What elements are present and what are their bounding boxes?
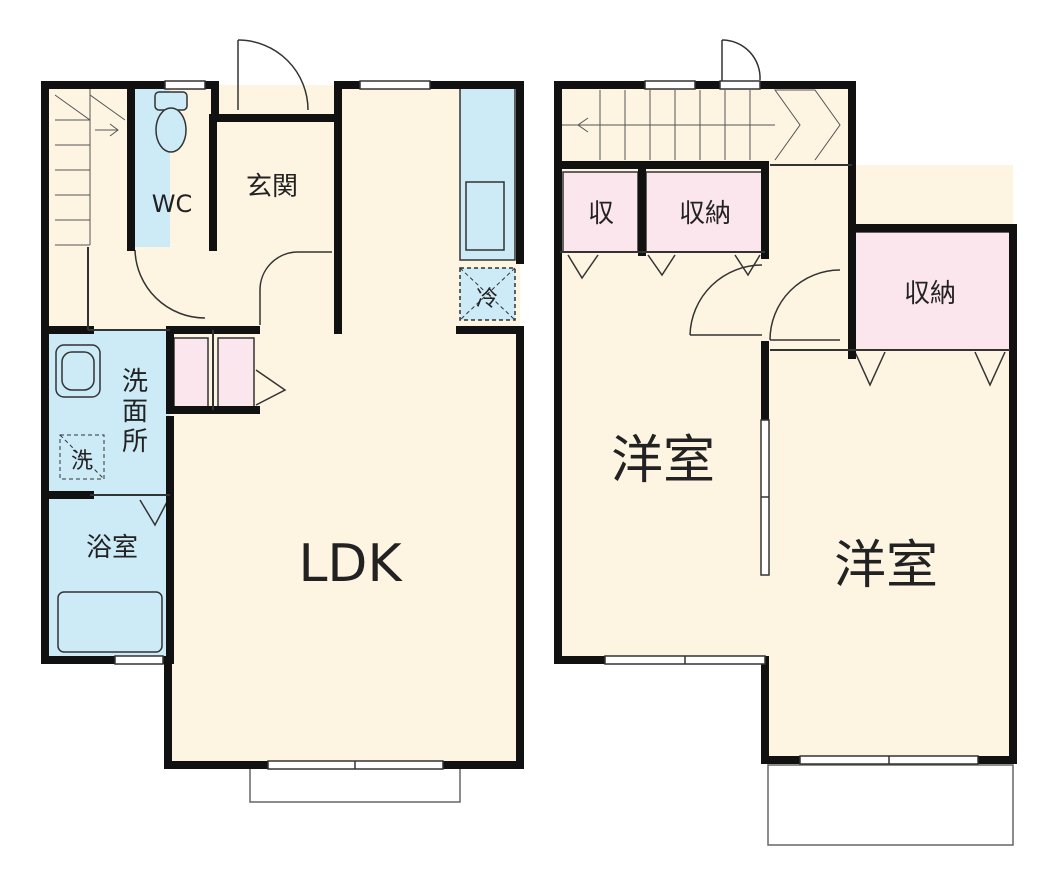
genkan-label: 玄関 xyxy=(246,172,298,202)
windows-2f xyxy=(604,80,979,765)
washer-label: 洗 xyxy=(71,449,93,474)
senmenjo-label-1: 洗 xyxy=(122,367,148,397)
second-floor xyxy=(554,39,1017,846)
storage-b xyxy=(217,337,255,411)
wash-basin-icon xyxy=(55,344,101,398)
door-swings-1f xyxy=(134,39,332,527)
shuno-label-1: 収納 xyxy=(679,199,731,229)
senmenjo-label-3: 所 xyxy=(122,427,148,457)
shu-label: 収 xyxy=(588,199,614,229)
youshitsu-label-2: 洋室 xyxy=(834,536,938,596)
balcony-2f xyxy=(767,764,1014,846)
kitchen-sink xyxy=(465,181,505,251)
windows-1f xyxy=(114,80,444,770)
stairs-2f xyxy=(560,89,841,161)
bathtub-icon xyxy=(57,591,163,653)
first-floor xyxy=(41,39,524,803)
toilet-icon xyxy=(154,91,188,153)
closet-doors-2f xyxy=(567,39,1006,387)
youshitsu-label-1: 洋室 xyxy=(611,431,715,491)
shuno-label-2: 収納 xyxy=(904,279,956,309)
fridge-label: 冷 xyxy=(476,287,498,312)
senmenjo-label-2: 面 xyxy=(122,397,148,427)
ldk-label: LDK xyxy=(298,534,403,594)
bath-label: 浴室 xyxy=(86,533,138,563)
walls-2f xyxy=(554,81,1017,764)
shuno-storage-1 xyxy=(645,171,765,253)
shu-storage xyxy=(562,171,639,253)
stairs-1f xyxy=(54,85,126,246)
wc-label: WC xyxy=(152,190,193,218)
storage-a xyxy=(173,337,209,411)
balcony-1f xyxy=(249,767,461,803)
